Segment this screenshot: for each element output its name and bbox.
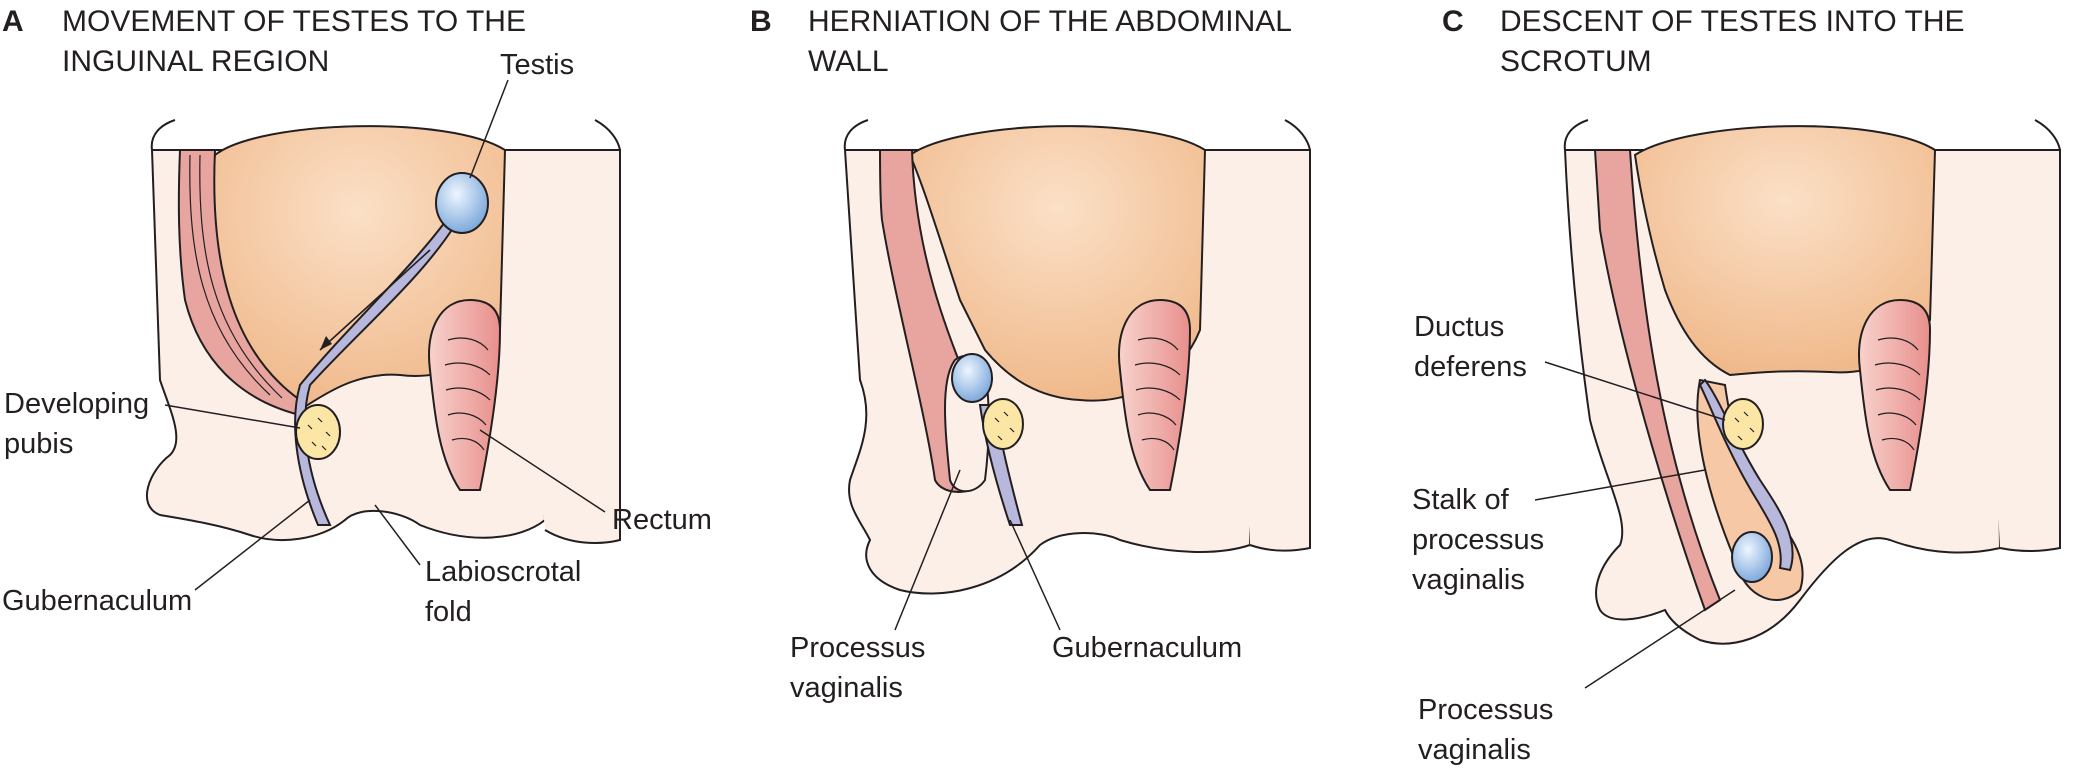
leader-a-testis — [469, 79, 509, 179]
label-labioscrotal-fold: Labioscrotal fold — [425, 556, 582, 628]
label-processus-vaginalis-b: Processus vaginalis — [790, 632, 926, 704]
label-ductus-deferens: Ductus deferens — [1414, 311, 1527, 383]
panel-a-pubis — [295, 404, 341, 460]
panel-a-title: MOVEMENT OF TESTES TO THE INGUINAL REGIO… — [62, 5, 526, 78]
panel-a-rectum — [428, 298, 502, 491]
panel-a-letter: A — [2, 5, 24, 38]
panel-c-drawing — [1563, 119, 2061, 645]
label-gubernaculum-b: Gubernaculum — [1052, 632, 1243, 664]
panel-b-testis — [951, 353, 993, 403]
panel-b-letter: B — [750, 5, 772, 38]
label-stalk-processus-vaginalis: Stalk of processus vaginalis — [1412, 484, 1545, 596]
panel-a-rim-right — [594, 119, 621, 151]
leader-b-processus — [894, 469, 961, 631]
label-developing-pubis: Developing pubis — [4, 388, 150, 460]
leader-a-rectum — [479, 429, 606, 513]
panel-b-title: HERNIATION OF THE ABDOMINAL WALL — [808, 5, 1291, 78]
panel-a-gubernaculum — [294, 220, 457, 526]
leader-c-processus — [1584, 589, 1736, 689]
panel-c-letter: C — [1442, 5, 1464, 38]
panel-a-rim-left — [150, 119, 176, 151]
panel-a-drawing — [145, 119, 621, 544]
panel-a-right-flank — [510, 149, 621, 544]
leader-c-ductus — [1544, 361, 1726, 421]
leader-c-stalk — [1534, 469, 1706, 501]
panel-c-pubis — [1722, 398, 1764, 450]
leader-a-pubis — [164, 404, 301, 429]
leader-a-gubernaculum — [194, 499, 311, 591]
panel-a-arrow — [319, 249, 431, 351]
label-gubernaculum-a: Gubernaculum — [2, 585, 193, 617]
panel-c-title: DESCENT OF TESTES INTO THE SCROTUM — [1500, 5, 1965, 78]
leader-lines — [164, 79, 1736, 689]
label-processus-vaginalis-c: Processus vaginalis — [1418, 694, 1554, 766]
panel-b-pubis — [982, 398, 1024, 450]
panel-a-testis — [435, 172, 489, 234]
panel-c-cavity — [1633, 125, 1937, 377]
panel-b-rectum — [1118, 298, 1192, 491]
label-testis: Testis — [500, 49, 575, 81]
panel-c-rectum — [1858, 298, 1932, 491]
panel-c-testis — [1731, 531, 1773, 583]
label-rectum: Rectum — [612, 504, 712, 536]
panel-b-drawing — [843, 119, 1311, 595]
leader-b-gubernaculum — [1009, 519, 1061, 631]
leader-a-labioscrotal — [374, 504, 421, 566]
panel-a-muscle — [177, 149, 301, 417]
